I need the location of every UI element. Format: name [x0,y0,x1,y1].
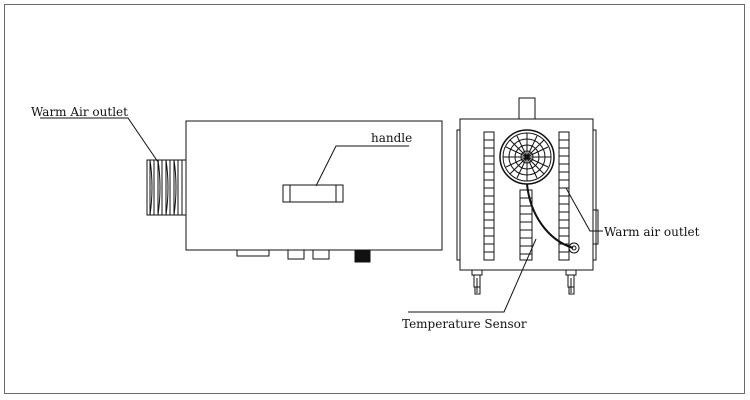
side-view [40,117,443,263]
label-handle: handle [371,131,412,145]
leader-line-warm-air-outlet-right [565,187,603,232]
label-temperature-sensor: Temperature Sensor [402,317,527,331]
top-fitting [518,97,536,120]
fan-grille [499,129,555,185]
bottom-fitting-2 [287,249,305,260]
bottom-fitting-4 [354,249,371,263]
warm-air-outlet-hose [146,159,187,216]
leader-line-handle [315,145,409,187]
label-warm-air-outlet-left: Warm Air outlet [31,105,128,119]
caster-left [471,269,483,295]
bottom-fitting-3 [312,249,330,260]
caster-right [565,269,577,295]
diagram-frame [4,4,745,394]
handle [282,184,344,203]
left-vent-slots [483,131,495,261]
temperature-sensor [568,242,580,254]
bottom-fitting-1 [236,249,270,257]
right-vent-slots [558,131,570,261]
label-warm-air-outlet-right: Warm air outlet [604,225,700,239]
end-view-warm-air-outlet [592,209,599,245]
leader-line-temperature-sensor [408,238,537,313]
temperature-sensor-cable [526,183,574,249]
end-view [408,97,603,313]
leader-line-warm-air-outlet-left [40,117,159,163]
